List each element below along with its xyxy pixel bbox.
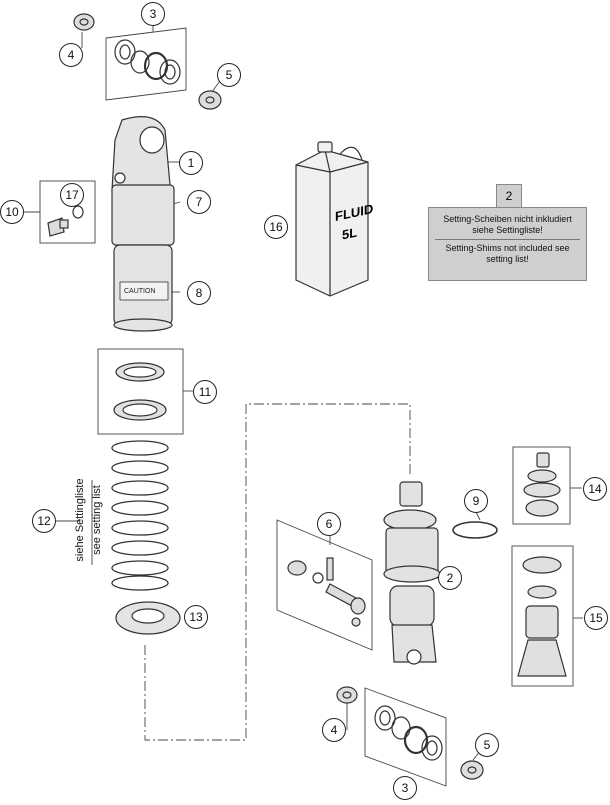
shock-caution-label: CAUTION: [124, 288, 156, 295]
fluid-can: [295, 141, 369, 297]
valve-assembly: [47, 205, 84, 237]
shock-absorber: CAUTION: [111, 116, 175, 332]
callout-17: 17: [60, 183, 84, 207]
adjuster-nut: [113, 362, 167, 421]
callout-12: 12: [32, 509, 56, 533]
washer-bottom: [460, 760, 484, 780]
bushing-top: [73, 13, 95, 31]
bladder-assembly: [517, 556, 567, 677]
leader-lines: [22, 22, 583, 787]
callout-13: 13: [184, 605, 208, 629]
callout-2: 2: [438, 566, 462, 590]
bushing-bottom: [336, 686, 358, 704]
callout-3-bottom: 3: [393, 776, 417, 800]
spring: [111, 440, 169, 591]
washer-top: [198, 90, 222, 110]
spring-note-en: see setting list: [91, 485, 103, 555]
callout-7: 7: [187, 190, 211, 214]
callout-10: 10: [0, 200, 24, 224]
note-german: Setting-Scheiben nicht inkludiert siehe …: [443, 214, 572, 235]
note-english: Setting-Shims not included see setting l…: [445, 243, 570, 264]
callout-5-bottom: 5: [475, 733, 499, 757]
callout-15: 15: [584, 606, 608, 630]
valve-parts: [287, 557, 366, 627]
callout-11: 11: [193, 380, 217, 404]
callout-4-top: 4: [59, 43, 83, 67]
spring-retainer: [115, 601, 181, 635]
callout-6: 6: [317, 512, 341, 536]
callout-3-top: 3: [141, 2, 165, 26]
note-badge: 2: [496, 184, 522, 208]
spring-note-de: siehe Settingliste: [74, 478, 86, 562]
piston-assembly: [523, 452, 561, 517]
callout-4-bottom: 4: [322, 718, 346, 742]
callout-16: 16: [264, 215, 288, 239]
note-divider: [435, 239, 580, 240]
setting-note: Setting-Scheiben nicht inkludiert siehe …: [428, 207, 587, 281]
callout-5-top: 5: [217, 63, 241, 87]
circlip: [452, 521, 498, 539]
callout-14: 14: [583, 477, 607, 501]
callout-8: 8: [187, 281, 211, 305]
seal-kit-top: [114, 39, 181, 85]
callout-1: 1: [179, 151, 203, 175]
damper-assembly: [383, 481, 441, 665]
seal-kit-bottom: [374, 705, 443, 761]
callout-9: 9: [464, 489, 488, 513]
